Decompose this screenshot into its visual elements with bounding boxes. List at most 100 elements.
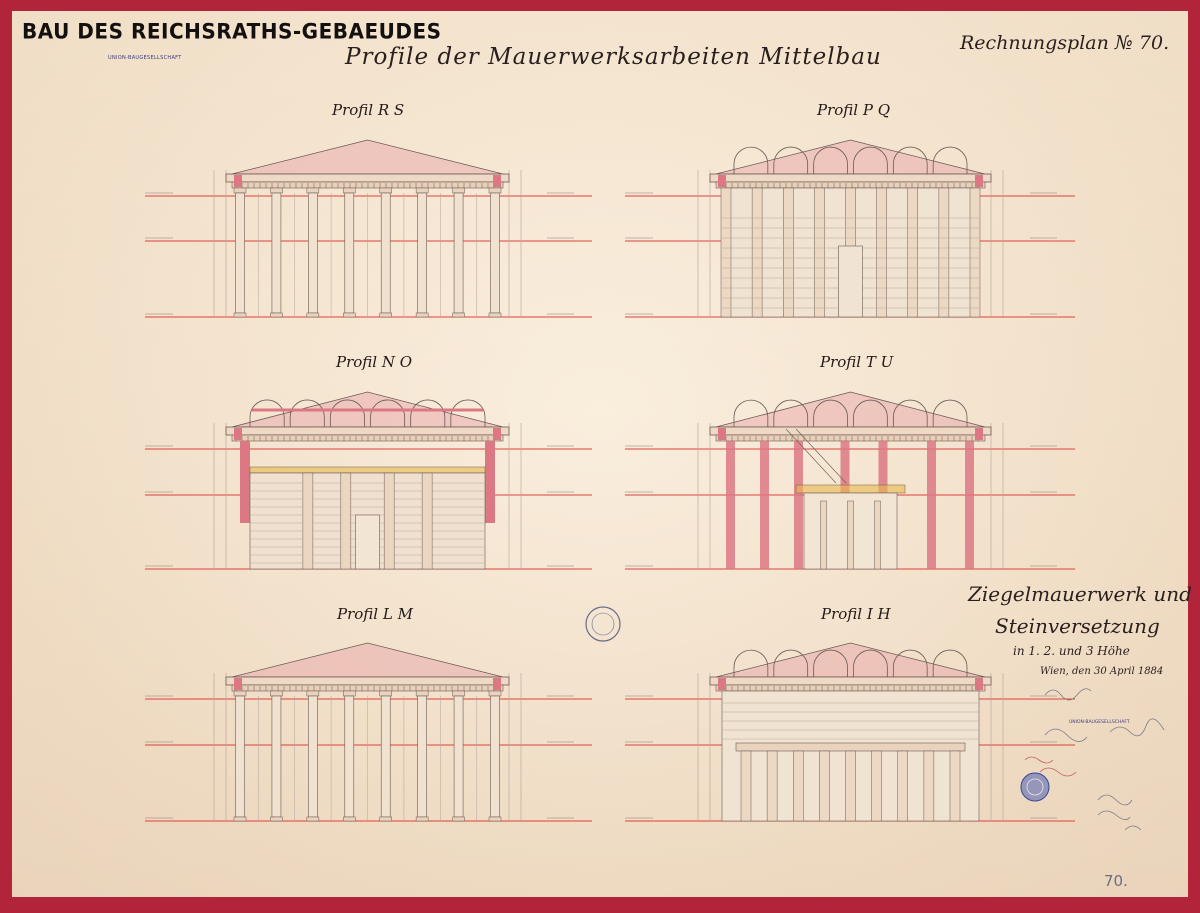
column-shaft [453,192,464,314]
column-capital [233,690,247,697]
plan-number: Rechnungsplan № 70. [960,32,1170,54]
corner-block [718,428,726,440]
signature-scribble [1097,794,1142,831]
column-base [343,312,356,318]
roof-arch [249,399,285,427]
roof-arch [410,399,446,427]
column-base [306,816,320,822]
column-capital [488,187,502,194]
column-capital [270,690,283,697]
entablature [231,684,504,692]
inner-column [820,500,827,570]
column-base [306,312,320,318]
colonnade-column [845,750,856,822]
corner-block [234,428,242,440]
entablature [715,434,986,442]
cut-wall-left [240,441,250,523]
cut-pier [927,441,936,569]
column-shaft [380,695,391,818]
corner-block [493,428,501,440]
colonnade-column [949,750,961,822]
column-capital [306,187,320,194]
pediment [231,642,504,678]
column-shaft [490,695,500,818]
colonnade-column [897,750,908,822]
roof-arch [932,146,968,174]
column-shaft [308,192,318,314]
corner-block [234,678,242,690]
pediment [715,139,986,175]
column-shaft [308,695,318,818]
blue-seal-stamp-inner [1026,778,1044,796]
column-base [379,312,392,318]
column-shaft [417,695,427,818]
colonnade-column [819,750,830,822]
cut-wall-right [485,441,495,523]
column-capital [415,690,429,697]
roof-arch [813,146,848,174]
column-shaft [417,192,427,314]
profile-title-rs: Profil R S [332,101,405,119]
column-base [270,816,283,822]
pediment [231,139,504,175]
roof-arch [892,399,928,427]
round-seal-stamp-inner [591,612,615,636]
colonnade-column [740,750,752,822]
corner-block [718,678,726,690]
column-shaft [235,192,245,314]
cornice [225,426,510,436]
cut-pier [794,441,803,569]
profile-title-pq: Profil P Q [817,101,891,119]
cornice [709,676,992,686]
column-shaft [344,695,355,818]
column-base [488,312,502,318]
roof-arch [813,649,848,677]
colonnade-column [793,750,804,822]
column-capital [233,187,247,194]
round-seal-stamp [585,606,621,642]
profile-title-no: Profil N O [336,353,413,371]
archive-number: 70. [1104,872,1128,890]
column-base [488,816,502,822]
pier [876,187,887,318]
column-base [379,816,392,822]
corner-block [493,678,501,690]
roof-arch [853,399,888,427]
column-base [415,312,429,318]
staircase-line [795,428,847,484]
inner-column [847,500,854,570]
pier [907,187,918,318]
colonnade-column [871,750,882,822]
roof-arch [932,649,968,677]
roof-arch [773,399,809,427]
column-capital [306,690,320,697]
column-capital [452,690,465,697]
column-shaft [490,192,500,314]
entablature [715,684,986,692]
column-base [452,312,465,318]
column-capital [415,187,429,194]
roof-arch [773,146,809,174]
column-base [343,816,356,822]
interior-pier [383,472,395,570]
column-capital [379,187,392,194]
roof-arch [370,399,406,427]
corner-block [493,175,501,187]
corner-block [234,175,242,187]
pier [938,187,950,318]
column-base [233,312,247,318]
note-stonework: Steinversetzung [995,614,1160,638]
corner-block [975,428,983,440]
column-base [415,816,429,822]
column-shaft [453,695,464,818]
column-capital [343,187,356,194]
colonnade-column [766,750,778,822]
cornice [225,676,510,686]
column-shaft [271,695,282,818]
column-capital [488,690,502,697]
roof-arch [289,399,325,427]
drawing-title: Profile der Mauerwerksarbeiten Mittelbau [345,44,882,70]
colonnade-entablature [735,742,966,752]
